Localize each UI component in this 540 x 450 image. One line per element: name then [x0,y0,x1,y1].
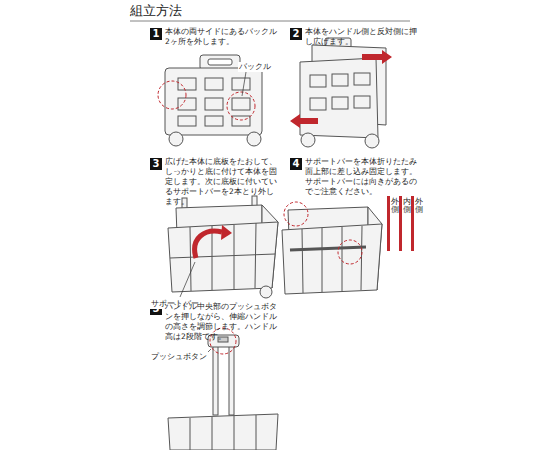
step-text: 本体の両サイドにあるバックル2ヶ所を外します。 [165,27,277,47]
step-text: 広げた本体に底板をたおして、しっかりと底に付けて本体を固定します。次に底板に付い… [165,157,279,207]
step-number: 2 [290,28,302,40]
step-number-text: 2 [290,28,302,40]
step-number: 3 [150,158,162,170]
step-text: ハンドル中央部のプッシュボタンを押しながら、伸縮ハンドルの高さを調節します。ハン… [165,302,279,342]
callout-label: プッシュボタン [150,352,208,362]
step-number: 4 [290,158,302,170]
title: 組立方法 [130,2,182,20]
step-text: サポートバーを本体折りたたみ面上部に差し込み固定します。サポートバーには向きがあ… [305,157,417,197]
side-label: 外側 [415,198,423,215]
step-text: 本体をハンドル側と反対側に押し広げます。 [305,27,417,47]
step-number-text: 3 [150,158,162,170]
side-label: 内側 [403,198,411,215]
side-label: 外側 [391,198,399,215]
step-number: 1 [150,28,162,40]
step-number-text: 4 [290,158,302,170]
callout-label: バックル [238,62,272,72]
step-number-text: 1 [150,28,162,40]
